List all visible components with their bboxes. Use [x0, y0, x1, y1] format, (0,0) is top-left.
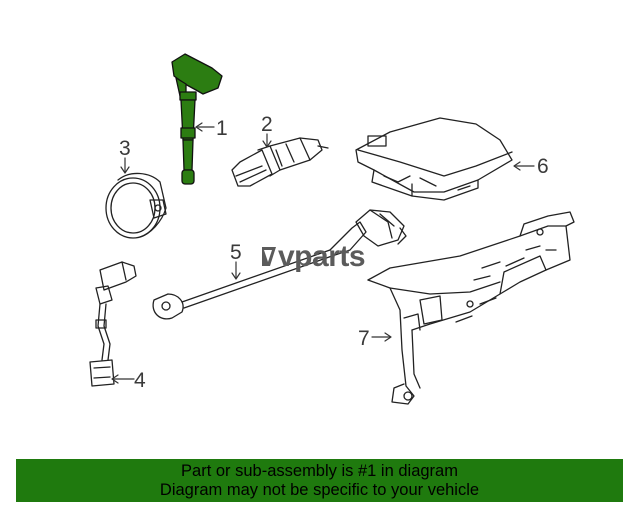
vparts-logo: vparts — [262, 240, 366, 273]
banner-line-1: Part or sub-assembly is #1 in diagram — [181, 461, 458, 480]
callout-6: 6 — [537, 155, 549, 178]
callout-3: 3 — [119, 137, 131, 160]
info-banner: Part or sub-assembly is #1 in diagram Di… — [16, 459, 623, 502]
control-module[interactable] — [355, 117, 513, 201]
speed-sensor[interactable] — [89, 261, 137, 387]
sensor-lead[interactable] — [152, 209, 407, 320]
spark-plug[interactable] — [231, 137, 329, 187]
leader-lines — [111, 122, 535, 384]
watermark-text: vparts — [278, 240, 365, 273]
banner-line-2: Diagram may not be specific to your vehi… — [159, 480, 480, 499]
callout-2: 2 — [261, 113, 273, 136]
ignition-coil[interactable] — [171, 53, 223, 185]
callout-7: 7 — [358, 327, 370, 350]
callout-1: 1 — [216, 117, 228, 140]
mounting-bracket[interactable] — [367, 211, 575, 405]
callout-5: 5 — [230, 241, 242, 264]
parts-diagram: 1 2 3 4 5 6 7 vparts — [89, 53, 575, 405]
callout-4: 4 — [134, 369, 146, 392]
round-sensor[interactable] — [105, 172, 167, 239]
